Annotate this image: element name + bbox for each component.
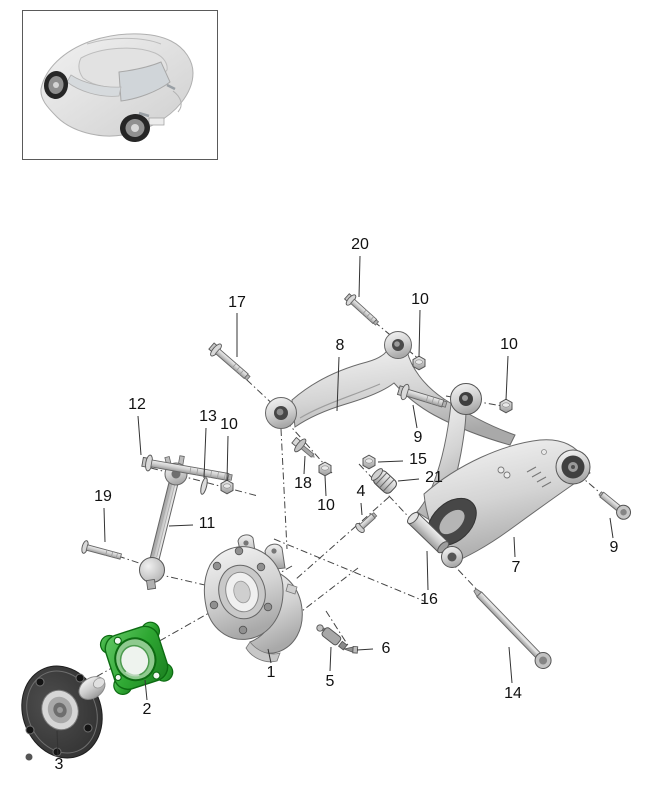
part-19-bolt [81,540,123,560]
part-callout-8[interactable]: 8 [335,337,345,354]
part-3-wheel-hub [21,665,106,761]
part-16-sleeve [407,511,450,554]
car-body [40,33,194,137]
part-12-bolt [141,454,233,481]
part-callout-13[interactable]: 13 [199,408,217,425]
vehicle-thumbnail [40,33,194,143]
car-wheels [43,71,150,143]
part-callout-10-left[interactable]: 10 [220,416,238,433]
part-callout-10-right[interactable]: 10 [500,336,518,353]
part-callout-11[interactable]: 11 [198,515,216,532]
part-9-bolt-right [598,491,632,520]
part-callout-9-left[interactable]: 9 [413,429,423,446]
part-14-bolt [473,588,552,669]
leader-lines [56,255,614,756]
part-10-nut-left [220,479,234,495]
part-callout-18[interactable]: 18 [294,475,312,492]
part-18-screw [291,436,315,458]
part-15-nut [362,454,376,470]
part-2-bearing-flange-highlighted [99,621,174,696]
part-callout-10-middle[interactable]: 10 [317,497,335,514]
part-callout-14[interactable]: 14 [504,685,522,702]
part-9-bolt-left [396,383,448,408]
part-6-screw [342,645,359,654]
part-callout-20[interactable]: 20 [351,236,369,253]
part-callout-15[interactable]: 15 [409,451,427,468]
part-13-washer [200,477,208,495]
part-21-bushing [370,468,397,494]
part-20-bolt [343,293,380,326]
part-7-foot-bore [447,552,457,562]
part-1-wheel-carrier [203,534,303,663]
part-callout-19[interactable]: 19 [94,488,112,505]
part-5-sensor [316,624,348,651]
part-callout-21[interactable]: 21 [425,469,443,486]
vehicle-inset [22,10,218,160]
part-11-control-link [139,455,188,590]
part-10-nut-top [412,355,426,371]
part-callout-7[interactable]: 7 [511,559,521,576]
part-4-pin [355,512,378,534]
part-callout-9-right[interactable]: 9 [609,539,619,556]
part-callout-12[interactable]: 12 [128,396,146,413]
part-callout-10-top[interactable]: 10 [411,291,429,308]
part-callout-1[interactable]: 1 [266,664,276,681]
part-callout-5[interactable]: 5 [325,673,335,690]
part-10-nut-middle [318,461,332,477]
part-callout-2[interactable]: 2 [142,701,152,718]
part-callout-17[interactable]: 17 [228,294,246,311]
part-callout-16[interactable]: 16 [420,591,438,608]
part-callout-6[interactable]: 6 [381,640,391,657]
part-callout-4[interactable]: 4 [356,483,366,500]
part-10-nut-right [499,398,513,414]
part-17-bolt [208,342,251,381]
part-callout-3[interactable]: 3 [54,756,64,773]
